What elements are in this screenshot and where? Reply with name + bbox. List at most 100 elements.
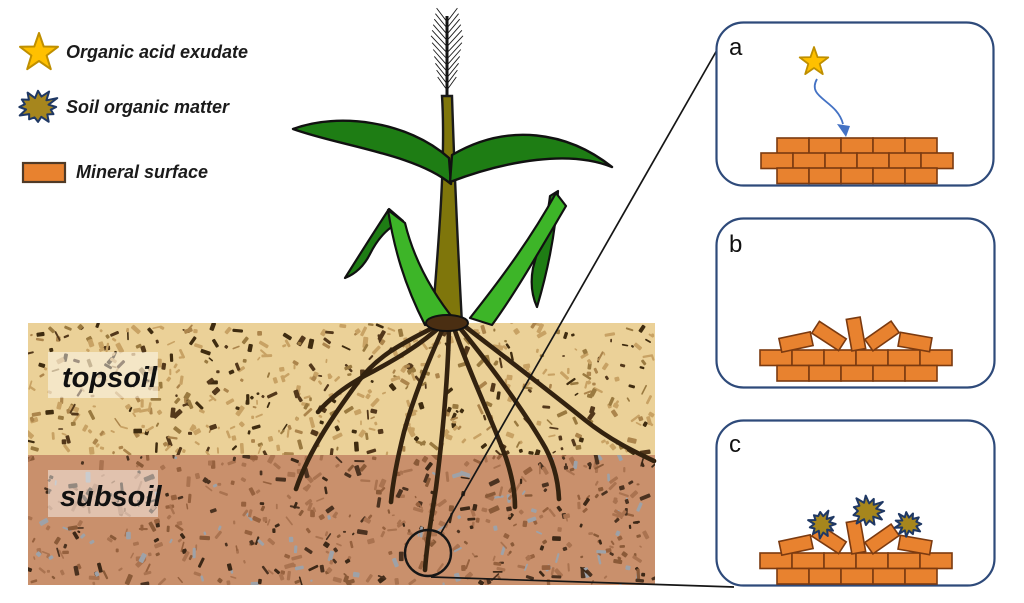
soil-speckle — [282, 332, 292, 341]
soil-speckle — [323, 384, 330, 392]
soil-speckle — [303, 407, 313, 417]
soil-speckle — [378, 478, 387, 489]
soil-speckle — [310, 579, 313, 582]
soil-speckle — [152, 325, 162, 330]
soil-speckle — [292, 360, 299, 366]
soil-speckle — [412, 339, 418, 343]
soil-speckle — [513, 328, 520, 335]
soil-speckle — [580, 566, 588, 574]
soil-speckle — [297, 462, 301, 467]
soil-speckle — [232, 456, 237, 462]
soil-speckle — [580, 352, 589, 359]
soil-speckle — [614, 400, 619, 406]
soil-speckle — [117, 504, 124, 515]
tassel-hair — [446, 69, 458, 85]
soil-speckle — [284, 553, 291, 559]
soil-speckle — [61, 432, 67, 436]
soil-speckle — [510, 323, 514, 325]
soil-speckle — [406, 367, 417, 375]
soil-speckle — [558, 435, 563, 441]
tassel-hair — [433, 18, 448, 35]
soil-speckle — [335, 456, 343, 464]
soil-speckle — [459, 506, 471, 512]
soil-speckle — [614, 376, 620, 382]
soil-speckle — [428, 346, 433, 349]
soil-speckle — [597, 554, 602, 565]
soil-speckle — [610, 540, 615, 546]
soil-speckle — [359, 463, 367, 472]
soil-speckle — [598, 486, 604, 492]
soil-speckle — [615, 530, 621, 537]
soil-speckle — [513, 420, 519, 427]
soil-speckle — [101, 378, 108, 386]
soil-speckle — [450, 416, 459, 421]
soil-speckle — [646, 416, 652, 426]
soil-speckle — [276, 444, 281, 451]
soil-speckle — [635, 422, 642, 426]
soil-speckle — [283, 372, 290, 379]
soil-speckle — [245, 399, 249, 405]
leaf-lower-right — [468, 191, 568, 327]
soil-speckle — [493, 495, 504, 499]
soil-speckle — [610, 409, 618, 418]
soil-speckle — [373, 479, 379, 491]
soil-speckle — [631, 344, 634, 348]
soil-speckle — [135, 395, 141, 403]
soil-speckle — [319, 420, 324, 425]
soil-speckle — [605, 548, 612, 553]
soil-speckle — [488, 478, 500, 487]
soil-speckle — [235, 545, 238, 552]
soil-speckle — [638, 324, 646, 333]
soil-speckle — [251, 415, 255, 420]
soil-speckle — [161, 362, 167, 370]
soil-speckle — [463, 461, 470, 467]
soil-speckle — [538, 463, 541, 475]
soil-speckle — [105, 334, 110, 339]
soil-speckle — [287, 471, 296, 478]
tilted-brick — [897, 331, 933, 353]
brick — [776, 567, 810, 585]
soil-speckle — [556, 410, 568, 418]
soil-speckle — [304, 498, 313, 506]
tassel-hair — [446, 24, 462, 41]
soil-speckle — [247, 430, 251, 435]
soil-speckle — [513, 523, 517, 527]
tassel-hair — [446, 63, 459, 78]
soil-speckle — [76, 388, 84, 397]
soil-speckle — [341, 345, 351, 351]
soil-speckle — [294, 579, 301, 584]
soil-speckle — [352, 532, 355, 536]
soil-speckle — [412, 506, 424, 513]
soil-speckle — [284, 562, 295, 570]
soil-speckle — [413, 458, 420, 466]
soil-speckle — [45, 409, 54, 415]
soil-speckle — [571, 438, 577, 447]
soil-speckle — [169, 538, 173, 544]
soil-speckle — [543, 488, 548, 493]
soil-speckle — [571, 333, 575, 337]
soil-speckle — [41, 551, 51, 556]
soil-speckle — [294, 429, 303, 435]
soil-speckle — [255, 413, 263, 418]
soil-speckle — [109, 534, 117, 541]
soil-speckle — [287, 424, 292, 431]
brick — [823, 349, 857, 367]
soil-speckle — [227, 459, 237, 466]
soil-speckle — [58, 549, 65, 559]
soil-speckle — [126, 455, 130, 461]
soil-speckle — [77, 520, 83, 527]
soil-speckle — [54, 480, 57, 486]
soil-speckle — [118, 567, 123, 572]
soil-speckle — [28, 516, 33, 521]
soil-speckle — [619, 363, 626, 368]
soil-speckle — [145, 499, 156, 504]
soil-speckle — [154, 491, 159, 497]
soil-speckle — [563, 331, 569, 340]
brick — [904, 167, 938, 185]
soil-speckle — [546, 419, 553, 425]
soil-speckle — [209, 508, 217, 514]
soil-speckle — [354, 459, 365, 463]
soil-speckle — [388, 383, 397, 392]
soil-speckle — [323, 541, 330, 549]
soil-speckle — [77, 383, 85, 392]
